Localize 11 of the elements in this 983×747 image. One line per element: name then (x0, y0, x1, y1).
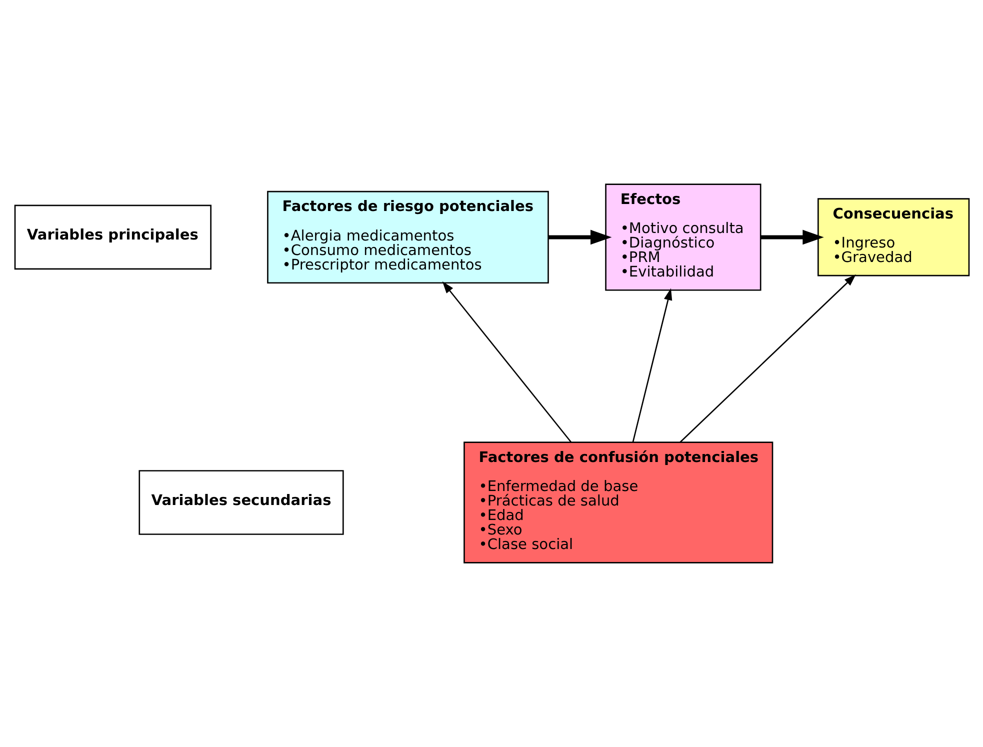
arrow (760, 230, 824, 245)
node-box: Consecuencias •Ingreso •Gravedad (816, 198, 970, 276)
arrow (548, 230, 612, 245)
arrow (442, 281, 572, 443)
node-box: Variables secundarias (138, 470, 344, 535)
node-box: Variables principales (14, 204, 211, 270)
node-box: Factores de confusión potenciales •Enfermedad de base •Prácticas de salud •Edad •Sexo •Clase social (463, 442, 773, 564)
arrow (679, 274, 856, 443)
node-box: Factores de riesgo potenciales •Alergia medicamentos •Consumo medicamentos •Prescriptor medicamentos (266, 190, 548, 284)
node-box: Efectos •Motivo consulta •Diagnóstico •PRM •Evitabilidad (604, 184, 761, 291)
arrow (632, 288, 672, 442)
